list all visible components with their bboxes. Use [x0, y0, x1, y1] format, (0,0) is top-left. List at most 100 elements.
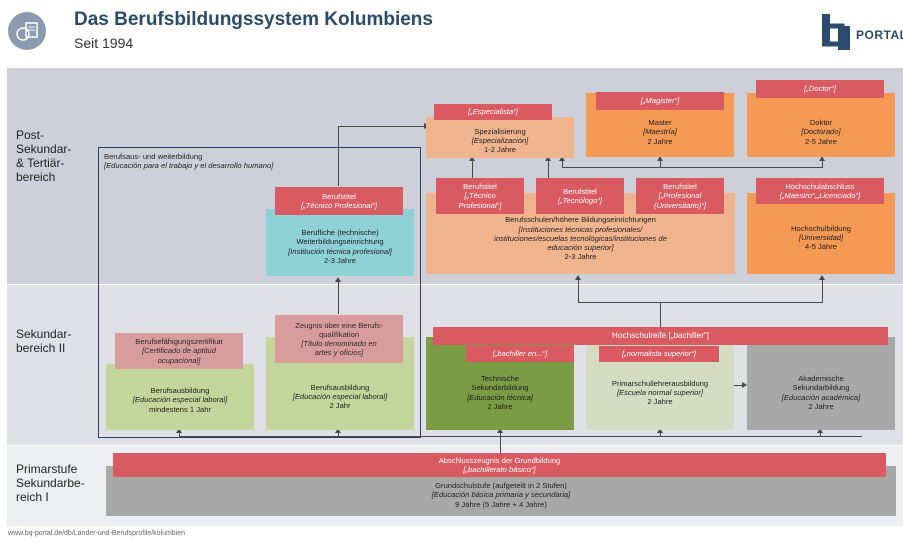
- akademische-box: Akademische Sekundarbildung [Educación a…: [747, 337, 895, 430]
- frame-title: Berufsaus- und weiterbildung: [104, 152, 203, 161]
- universitario-tag: Berufstitel [„Profesional (Universitario…: [636, 178, 724, 214]
- doctorado-box: Doktor [Doctorado] 2-5 Jahre: [747, 93, 895, 157]
- box-duration: 2-3 Jahre: [564, 252, 597, 262]
- box-subtitle: [Escuela normal superior]: [616, 387, 704, 397]
- box-subtitle: [Educación técnica]: [467, 392, 533, 402]
- connector: [822, 160, 823, 168]
- box-duration: 9 Jahre (5 Jahre + 4 Jahre): [455, 499, 547, 509]
- connector: [660, 431, 661, 437]
- box-title: Berufsausbildung: [150, 386, 210, 396]
- weiterbildung-box: Berufliche (technische) Weiterbildungsei…: [266, 209, 414, 276]
- frame-subtitle: [Educación para el trabajo y el desarrol…: [104, 161, 274, 171]
- zeugnis-tag: Zeugnis über eine Berufs- qualifikation …: [275, 315, 403, 363]
- zertifikat-tag: Berufsefähigungszertifikat [Certificado …: [115, 333, 243, 369]
- arrow-icon: [742, 382, 747, 388]
- box-title: Akademische Sekundarbildung: [792, 374, 850, 393]
- box-subtitle: [Especialización]: [471, 135, 529, 145]
- arrow-icon: [559, 156, 565, 161]
- box-duration: 2 Jahre: [487, 401, 513, 411]
- connector: [562, 167, 822, 168]
- box-duration: 2-3 Jahre: [323, 255, 357, 265]
- box-subtitle: [Educación básica primaria y secundaria]: [431, 490, 571, 500]
- connector: [338, 282, 339, 314]
- connector: [562, 160, 563, 168]
- box-title: Technische Sekundarbildung: [471, 374, 529, 393]
- arrow-icon: [545, 156, 551, 161]
- box-duration: 2 Jahre: [808, 401, 834, 411]
- arrow-icon: [819, 275, 825, 280]
- especialista-tag: [„Especialista“]: [434, 104, 552, 120]
- connector: [578, 302, 822, 303]
- normalista-tag: [„normalista superior“]: [599, 346, 719, 362]
- box-duration: 2 Jahre: [647, 136, 673, 146]
- arrow-icon: [817, 428, 823, 433]
- box-subtitle: [Educación especial laboral]: [292, 391, 388, 401]
- box-title: Master: [648, 118, 672, 128]
- page-subtitle: Seit 1994: [74, 35, 134, 51]
- connector: [820, 431, 821, 437]
- box-duration: 2 Jahre: [647, 397, 673, 407]
- box-subtitle: [Instituciones técnicas profesionales/ i…: [494, 224, 667, 253]
- box-title: Primarschullehrerausbildung: [611, 378, 709, 388]
- box-title: Spezialisierung: [474, 126, 526, 136]
- arrow-icon: [575, 275, 581, 280]
- arrow-icon: [657, 428, 663, 433]
- connector: [734, 385, 744, 386]
- row-label-tertiary: Post- Sekundar- & Tertiär- bereich: [16, 128, 72, 184]
- connector: [578, 280, 579, 303]
- hochschulabschluss-tag: Hochschulabschluss [„Maestro“,„Licenciad…: [756, 178, 884, 204]
- logo-text: PORTAL: [856, 28, 903, 42]
- box-title: Berufsschulen/höhere Bildungseinrichtung…: [505, 215, 656, 225]
- box-duration: 2 Jahr: [329, 401, 351, 411]
- abschluss-bar: Abschlusszeugnis der Grundbildung [„bach…: [113, 453, 886, 477]
- arrow-icon: [497, 428, 503, 433]
- box-title: Berufliche (technische) Weiterbildungsei…: [296, 228, 384, 247]
- bachiller-en-tag: [„bachiller en...“]: [466, 346, 574, 362]
- tecnologo-tag: Berufstitel [„Tecnólogo“]: [536, 178, 624, 214]
- connector: [179, 436, 862, 437]
- connector: [500, 431, 501, 454]
- box-subtitle: [Universidad]: [798, 232, 844, 242]
- connector: [660, 302, 661, 328]
- doctor-tag: [„Doctor“]: [756, 80, 884, 98]
- connector: [472, 160, 473, 178]
- row-label-secondary: Sekundar- bereich II: [16, 327, 72, 355]
- connector: [338, 126, 339, 186]
- page-title: Das Berufsbildungssystem Kolumbiens: [74, 9, 433, 30]
- vocational-frame-label: Berufsaus- und weiterbildung [Educación …: [104, 152, 273, 170]
- globe-document-icon: [8, 12, 46, 50]
- arrow-icon: [819, 156, 825, 161]
- arrow-icon: [335, 428, 341, 433]
- box-title: Doktor: [809, 118, 833, 128]
- connector: [822, 280, 823, 303]
- especializacion-box: Spezialisierung [Especialización] 1-2 Ja…: [426, 117, 574, 158]
- box-subtitle: [Doctorado]: [801, 127, 841, 137]
- box-title: Berufsausbildung: [310, 382, 370, 392]
- hochschulbildung-box: Hochschulbildung [Universidad] 4-5 Jahre: [747, 193, 895, 274]
- berufsausbildung-box-1: Berufsausbildung [Educación especial lab…: [106, 364, 254, 430]
- box-subtitle: [Educación académica]: [781, 392, 861, 402]
- connector: [179, 431, 180, 437]
- box-duration: 4-5 Jahre: [804, 242, 838, 252]
- box-subtitle: [Maestría]: [643, 127, 677, 137]
- hochschulreife-bar: Hochschulreife [„bachiller“]: [433, 327, 888, 345]
- arrow-icon: [176, 428, 182, 433]
- arrow-icon: [657, 156, 663, 161]
- connector: [338, 431, 339, 437]
- vocational-frame: [98, 147, 421, 438]
- connector: [660, 160, 661, 168]
- magister-tag: [„Magister“]: [596, 92, 724, 110]
- tecnico-profesional-tag: Berufstitel [„Técnico Profesional“]: [275, 187, 403, 215]
- bq-logo-icon: [819, 14, 903, 50]
- source-url: www.bq-portal.de/db/Länder-und-Berufspro…: [8, 530, 186, 537]
- arrow-icon: [469, 156, 475, 161]
- box-title: Hochschulbildung: [791, 223, 851, 233]
- box-duration: 2-5 Jahre: [804, 136, 838, 146]
- box-subtitle: [Educación especial laboral]: [132, 395, 228, 405]
- box-subtitle: [Institución técnica profesional]: [288, 246, 392, 256]
- box-duration: mindestens 1 Jahr: [148, 404, 212, 414]
- box-title: Grundschulstufe (aufgeteilt in 2 Stufen): [435, 481, 567, 491]
- box-duration: 1-2 Jahre: [483, 145, 517, 155]
- connector: [338, 126, 426, 127]
- tecnico-profesional-tag-2: Berufstitel [„Técnico Profesional“]: [436, 178, 524, 214]
